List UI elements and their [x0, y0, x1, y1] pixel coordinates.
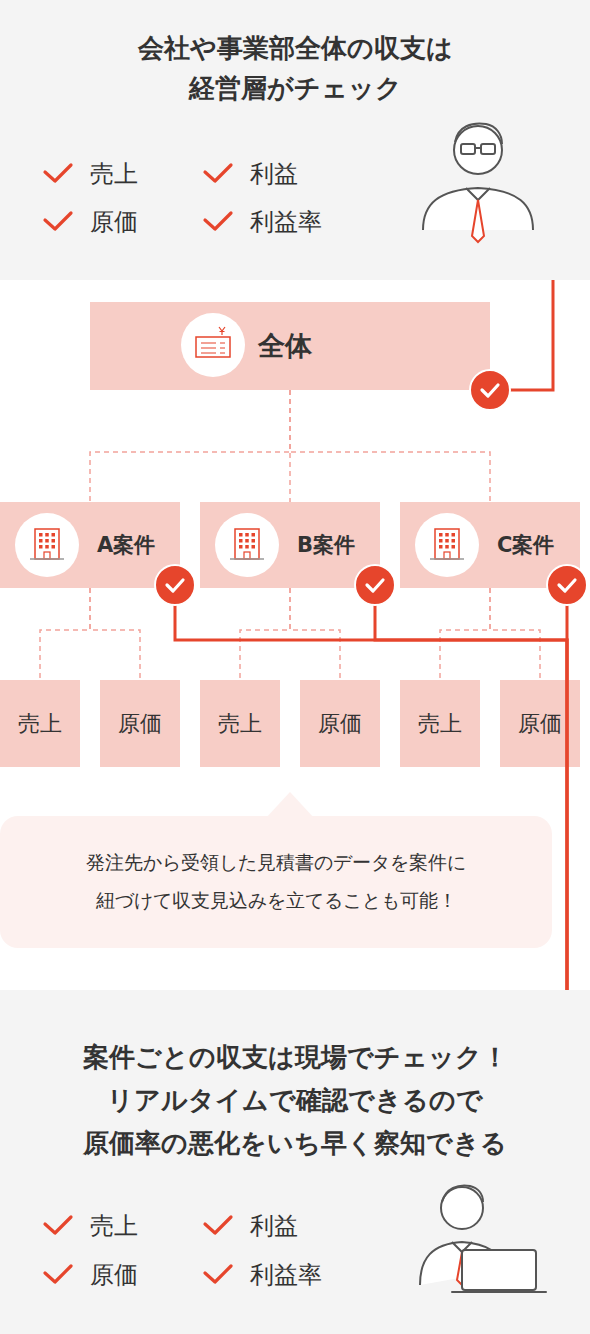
check-flow-line: [490, 280, 553, 390]
box-label: 原価: [500, 680, 580, 767]
box-label: 売上: [200, 680, 280, 767]
case-box: B案件: [200, 502, 380, 588]
tree-connector: [290, 588, 340, 680]
check-item-text: 利益率: [250, 206, 370, 238]
band-panel: 会社や事業部全体の収支は 経営層がチェック売上 利益原価 利益率: [0, 0, 590, 280]
item-box: 売上: [0, 680, 80, 767]
callout-box: 発注先から受領した見積書のデータを案件に 紐づけて収支見込みを立てることも可能！: [0, 816, 552, 948]
box-label: 原価: [100, 680, 180, 767]
case-box: C案件: [400, 502, 580, 588]
box-label: B案件: [297, 502, 377, 588]
tree-connector: [90, 390, 290, 502]
tree-connector: [440, 588, 490, 680]
check-item-text: 原価: [90, 1259, 210, 1291]
check-item-text: 原価: [90, 206, 210, 238]
heading-text: 会社や事業部全体の収支は 経営層がチェック: [85, 28, 505, 108]
tree-connector: [40, 588, 90, 680]
check-flow-line: [566, 588, 569, 990]
check-item-text: 利益率: [250, 1259, 370, 1291]
callout-pointer: [266, 792, 314, 818]
tree-connector: [490, 588, 540, 680]
check-item-text: 利益: [250, 158, 370, 190]
check-item-text: 売上: [90, 1210, 210, 1242]
box-label: A案件: [97, 502, 177, 588]
item-box: 原価: [500, 680, 580, 767]
heading-text: 案件ごとの収支は現場でチェック！ リアルタイムで確認できるので 原価率の悪化をい…: [55, 1036, 535, 1165]
item-box: 原価: [100, 680, 180, 767]
tree-connector: [290, 390, 490, 502]
check-item-text: 売上: [90, 158, 210, 190]
callout-text: 発注先から受領した見積書のデータを案件に 紐づけて収支見込みを立てることも可能！: [41, 843, 511, 919]
box-label: 全体: [258, 302, 458, 390]
tree-connector: [240, 588, 290, 680]
item-box: 原価: [300, 680, 380, 767]
box-label: 原価: [300, 680, 380, 767]
band-panel: 案件ごとの収支は現場でチェック！ リアルタイムで確認できるので 原価率の悪化をい…: [0, 990, 590, 1334]
check-item-text: 利益: [250, 1210, 370, 1242]
box-label: 売上: [0, 680, 80, 767]
case-box: A案件: [0, 502, 180, 588]
summary-box: 全体: [90, 302, 490, 390]
box-label: 売上: [400, 680, 480, 767]
item-box: 売上: [200, 680, 280, 767]
item-box: 売上: [400, 680, 480, 767]
tree-connector: [289, 390, 291, 502]
box-label: C案件: [497, 502, 577, 588]
tree-connector: [90, 588, 140, 680]
